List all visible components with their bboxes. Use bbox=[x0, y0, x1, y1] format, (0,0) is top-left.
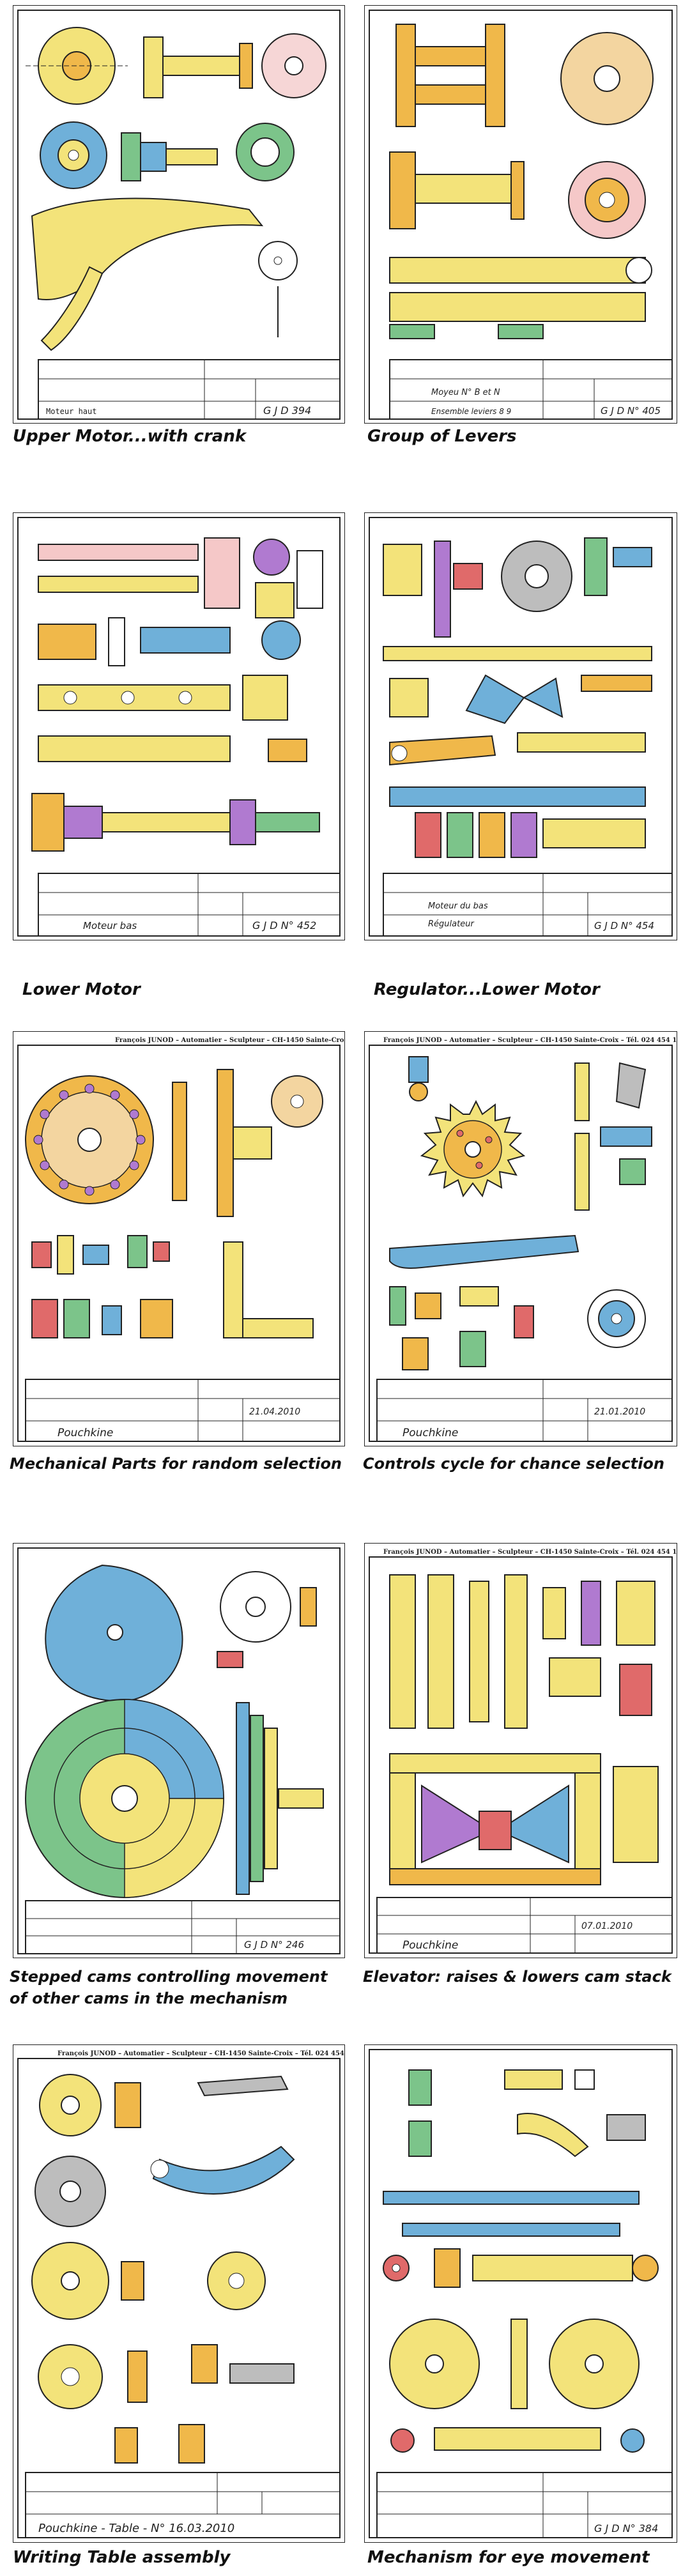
drawing-regulator: Moteur du bas Régulateur G J D N° 454 bbox=[369, 517, 673, 937]
drawing-stepped-cams: G J D N° 246 bbox=[17, 1547, 341, 1954]
drawing-panel-elevator[interactable]: François JUNOD – Automatier – Sculpteur … bbox=[364, 1543, 677, 1958]
title-text: Moteur du bas bbox=[428, 901, 488, 911]
drawing-code: G J D N° 246 bbox=[244, 1939, 304, 1951]
drawing-controls-cycle: François JUNOD – Automatier – Sculpteur … bbox=[369, 1037, 677, 1442]
title-text: Moteur bas bbox=[83, 920, 137, 931]
caption-eye-movement: Mechanism for eye movement bbox=[367, 2548, 650, 2567]
drawing-upper-motor: Moteur haut G J D 394 bbox=[17, 10, 341, 420]
drawing-panel-mechanical-parts[interactable]: François JUNOD – Automatier – Sculpteur … bbox=[13, 1031, 345, 1446]
caption-writing-table: Writing Table assembly bbox=[13, 2548, 231, 2567]
drawing-date: 21.01.2010 bbox=[594, 1407, 645, 1417]
caption-regulator: Regulator...Lower Motor bbox=[374, 980, 600, 999]
caption-controls-cycle: Controls cycle for chance selection bbox=[363, 1455, 664, 1473]
title-text: Moteur haut bbox=[46, 407, 96, 416]
drawing-header: François JUNOD – Automatier – Sculpteur … bbox=[383, 1549, 677, 1556]
drawing-date: 21.04.2010 bbox=[249, 1407, 300, 1417]
drawing-date: 07.01.2010 bbox=[581, 1921, 632, 1931]
drawing-mechanical-parts: François JUNOD – Automatier – Sculpteur … bbox=[17, 1037, 345, 1442]
title-text: Pouchkine - Table - N° 16.03.2010 bbox=[38, 2522, 234, 2535]
drawing-panel-lower-motor[interactable]: Moteur bas G J D N° 452 bbox=[13, 512, 345, 940]
drawing-lower-motor: Moteur bas G J D N° 452 bbox=[17, 517, 341, 937]
title-text: Moyeu N° B et N bbox=[431, 388, 500, 397]
drawing-panel-stepped-cams[interactable]: G J D N° 246 bbox=[13, 1543, 345, 1958]
drawing-code: G J D N° 405 bbox=[601, 405, 661, 417]
title-text: Pouchkine bbox=[402, 1939, 458, 1952]
drawing-panel-eye-movement[interactable]: G J D N° 384 bbox=[364, 2044, 677, 2543]
drawing-panel-group-of-levers[interactable]: Moyeu N° B et N Ensemble leviers 8 9 G J… bbox=[364, 5, 677, 424]
drawing-panel-upper-motor[interactable]: Moteur haut G J D 394 bbox=[13, 5, 345, 424]
caption-upper-motor: Upper Motor...with crank bbox=[13, 427, 247, 446]
drawing-header: François JUNOD – Automatier – Sculpteur … bbox=[383, 1037, 677, 1044]
drawing-code: G J D N° 452 bbox=[252, 919, 316, 931]
caption-group-of-levers: Group of Levers bbox=[367, 427, 517, 446]
drawing-elevator: François JUNOD – Automatier – Sculpteur … bbox=[369, 1549, 677, 1954]
drawing-panel-controls-cycle[interactable]: François JUNOD – Automatier – Sculpteur … bbox=[364, 1031, 677, 1446]
title-text: Pouchkine bbox=[57, 1427, 113, 1439]
caption-stepped-cams-line1: Stepped cams controlling movement bbox=[10, 1968, 328, 1986]
drawing-panel-regulator[interactable]: Moteur du bas Régulateur G J D N° 454 bbox=[364, 512, 677, 940]
caption-mechanical-parts: Mechanical Parts for random selection bbox=[10, 1455, 342, 1473]
subtitle-text: Régulateur bbox=[428, 919, 475, 929]
drawing-group-of-levers: Moyeu N° B et N Ensemble leviers 8 9 G J… bbox=[369, 10, 673, 420]
drawing-header: François JUNOD – Automatier – Sculpteur … bbox=[57, 2050, 345, 2057]
drawing-writing-table: François JUNOD – Automatier – Sculpteur … bbox=[17, 2050, 345, 2538]
caption-stepped-cams-line2: of other cams in the mechanism bbox=[10, 1989, 288, 2007]
drawing-code: G J D 394 bbox=[263, 404, 311, 417]
drawing-code: G J D N° 384 bbox=[594, 2522, 658, 2534]
drawing-header: François JUNOD – Automatier – Sculpteur … bbox=[115, 1037, 345, 1044]
caption-elevator: Elevator: raises & lowers cam stack bbox=[363, 1968, 671, 1986]
drawing-panel-writing-table[interactable]: François JUNOD – Automatier – Sculpteur … bbox=[13, 2044, 345, 2543]
title-text: Pouchkine bbox=[402, 1427, 458, 1439]
subtitle-text: Ensemble leviers 8 9 bbox=[431, 407, 511, 416]
drawing-eye-movement: G J D N° 384 bbox=[369, 2049, 673, 2538]
caption-lower-motor: Lower Motor bbox=[22, 980, 141, 999]
drawing-code: G J D N° 454 bbox=[594, 920, 654, 931]
